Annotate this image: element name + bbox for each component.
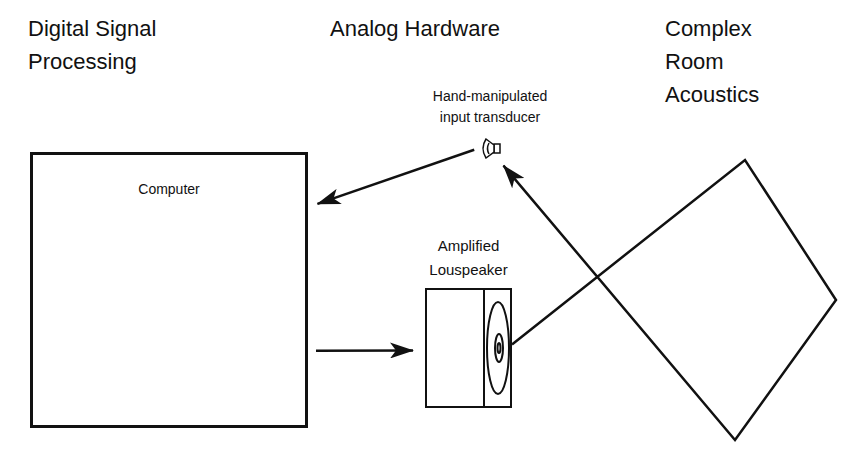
input-transducer: Hand-manipulated input transducer: [478, 136, 502, 161]
computer-box: Computer: [30, 152, 308, 428]
signal-arrow: [316, 349, 413, 352]
loudspeaker-box: Amplified Louspeaker: [425, 288, 512, 408]
column-heading: Analog Hardware: [330, 12, 630, 45]
signal-arrow: [503, 160, 836, 440]
column-heading: Digital Signal Processing: [28, 12, 228, 78]
column-heading: Complex Room Acoustics: [665, 12, 785, 111]
loudspeaker-drawing: [484, 289, 509, 407]
box-title: Computer: [33, 155, 305, 199]
part-label: Hand-manipulated input transducer: [420, 86, 560, 128]
signal-arrow: [317, 150, 474, 204]
part-label: Amplified Louspeaker: [419, 234, 519, 282]
transducer-icon: [483, 139, 500, 158]
